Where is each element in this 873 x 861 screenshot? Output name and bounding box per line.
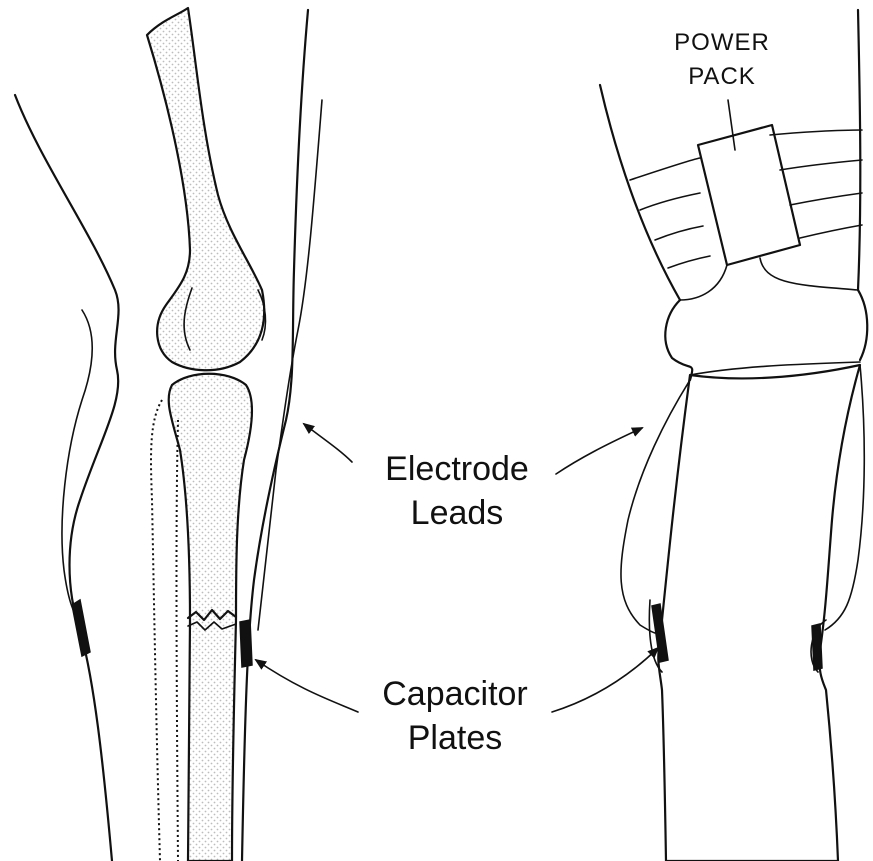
strap-band-3 [655,226,703,240]
electrode-leads-label: Electrode Leads [362,447,552,535]
femur-bone [147,8,264,370]
capacitor-plates-label: Capacitor Plates [360,672,550,760]
knee-wire-top [680,265,727,300]
electrode-leads-arrow-left [304,424,352,462]
power-pack-label: POWER PACK [662,26,782,94]
left-electrode-lead-wire [258,100,322,630]
knee-outline-right [858,290,867,360]
strap-band-1 [630,158,700,180]
strap-band-2 [640,193,700,210]
calf-inner-outline [62,310,92,620]
capacitor-plates-arrow-left [256,660,358,712]
right-electrode-lead-wire-right [825,365,864,630]
tibia-bone [169,374,252,861]
strap-band-7 [790,193,862,205]
electrode-leads-label-text: Electrode Leads [362,447,552,535]
knee-wire-top-right [760,258,858,290]
power-pack-pointer-line [728,100,735,150]
left-capacitor-plate-front [240,620,252,667]
strap-band-5 [770,130,862,135]
power-pack-box [698,125,800,265]
electrode-leads-arrow-right [556,428,642,474]
strap-band-4 [668,256,710,268]
cast-top-rim [690,362,860,375]
thigh-right-outline [858,10,860,290]
strap-band-6 [780,160,862,170]
capacitor-plates-arrow-right [552,648,658,712]
left-capacitor-plate-back [72,600,90,656]
cast-body [658,365,860,861]
power-pack-label-text: POWER PACK [662,26,782,94]
front-view-leg [600,10,867,861]
leg-back-outline [15,95,119,861]
leg-front-outline [242,10,308,861]
side-view-leg [15,8,322,861]
right-electrode-lead-wire-left [621,380,690,633]
knee-outline-left [665,300,692,380]
fibula-bone-inner [177,420,179,861]
strap-band-8 [800,225,862,238]
fibula-bone [151,400,162,861]
capacitor-plates-label-text: Capacitor Plates [360,672,550,760]
right-capacitor-plate-right [812,624,822,670]
